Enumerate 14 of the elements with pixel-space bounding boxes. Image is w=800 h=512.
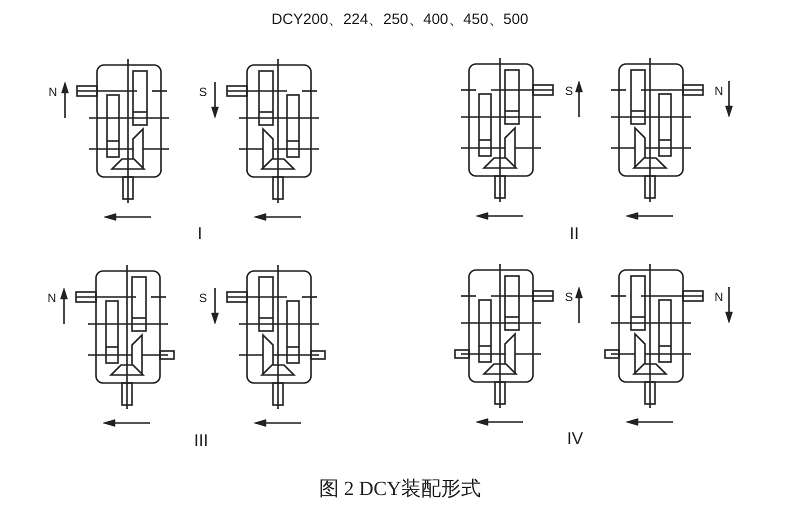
variant-numeral: I bbox=[198, 224, 202, 242]
direction-letter: S bbox=[565, 291, 574, 303]
direction-letter: N bbox=[48, 292, 56, 304]
direction-letter: N bbox=[714, 291, 724, 303]
variant-numeral: II bbox=[570, 224, 579, 242]
caption: 图 2 DCY装配形式 bbox=[319, 479, 482, 499]
variant-numeral: IV bbox=[567, 430, 584, 446]
title: DCY200、224、250、400、450、500 bbox=[272, 12, 528, 26]
direction-letter: N bbox=[714, 85, 724, 97]
direction-letter: S bbox=[565, 85, 574, 97]
direction-letter: N bbox=[48, 86, 58, 98]
variant-numeral: III bbox=[194, 432, 208, 448]
direction-letter: S bbox=[199, 292, 208, 304]
direction-letter: S bbox=[199, 86, 208, 98]
